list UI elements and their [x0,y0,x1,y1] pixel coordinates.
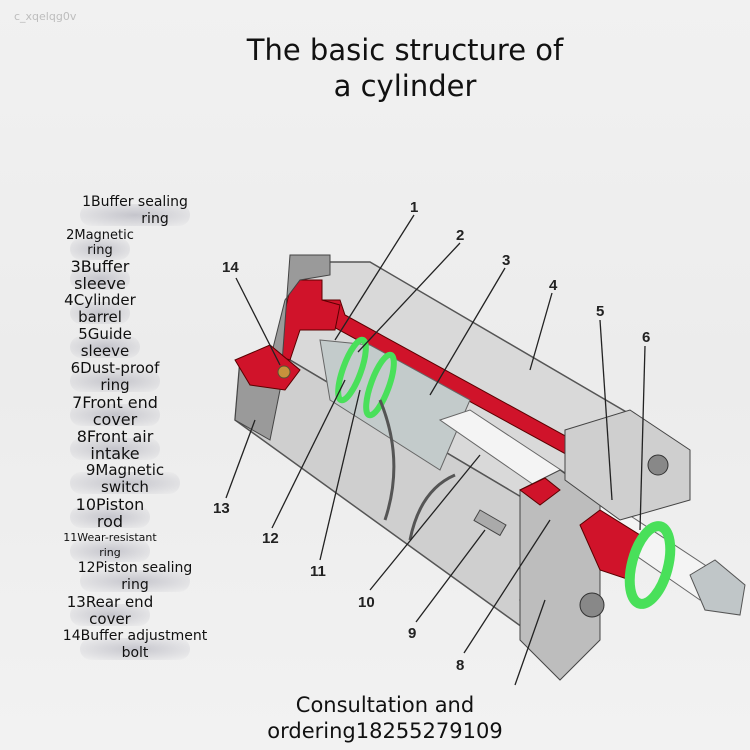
contact-info: Consultation and ordering18255279109 [250,692,520,744]
callout-13: 13 [213,500,230,517]
bolt-housing [234,344,301,391]
callout-11: 11 [310,563,326,580]
callout-lines [225,214,646,686]
callout-4: 4 [549,277,558,294]
callout-14: 14 [222,259,239,276]
front-cover-cutaway [519,477,561,506]
callout-5: 5 [596,303,604,320]
front-barrel-block [564,409,691,521]
dust-proof-ring [624,521,676,609]
magnetic-switch-wire [378,399,456,541]
contact-line-1: Consultation and [295,693,475,717]
callout-6: 6 [642,329,650,346]
magnetic-ring [335,336,369,404]
wear-resistant-ring [363,351,397,419]
callout-10: 10 [358,594,375,611]
page-title: The basic structure of a cylinder [220,32,590,104]
title-line-2: a cylinder [333,69,477,103]
watermark: c_xqelqg0v [14,10,77,23]
callout-8: 8 [456,657,464,674]
callout-2: 2 [456,227,464,244]
magnetic-switch [473,509,507,537]
callout-9: 9 [408,625,416,642]
title-line-1: The basic structure of [246,33,564,67]
port-fitting [579,592,605,618]
callout-12: 12 [262,530,279,547]
callout-3: 3 [502,252,510,269]
rod-thread [689,559,746,616]
contact-line-2: ordering18255279109 [267,719,503,743]
callout-1: 1 [410,199,418,216]
port-fitting-2 [647,454,669,476]
buffer-adjustment-bolt [277,365,291,379]
front-end-cover [519,469,601,681]
